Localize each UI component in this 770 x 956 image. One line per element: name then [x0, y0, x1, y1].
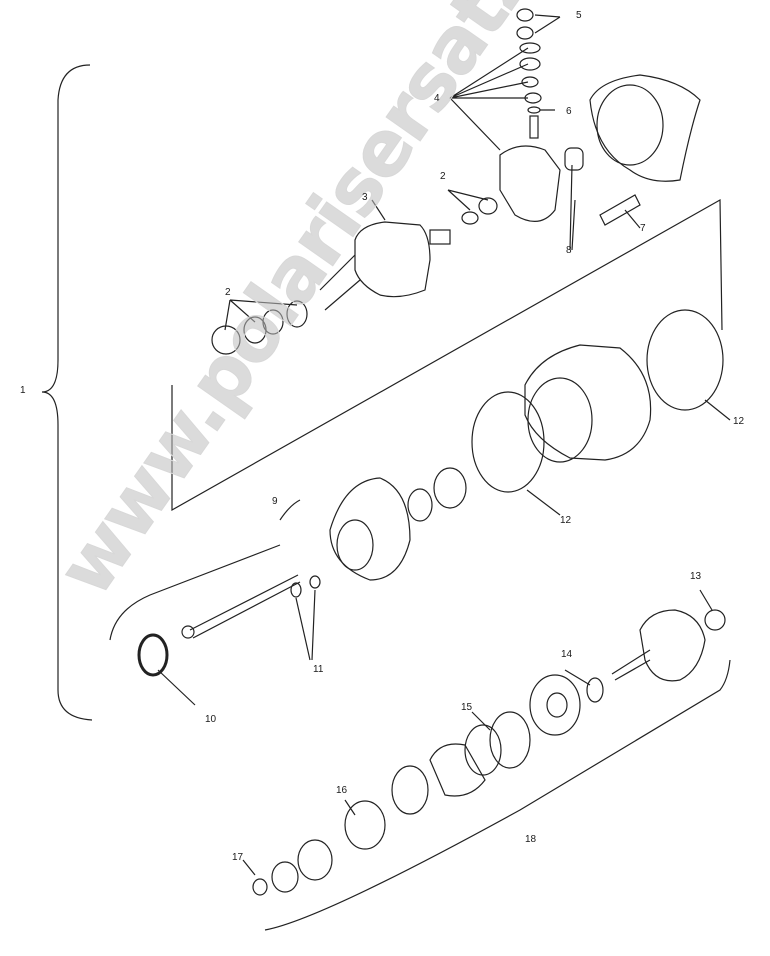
callout-15: 15 — [461, 702, 473, 713]
callout-6: 6 — [566, 106, 572, 117]
washer-stack — [516, 8, 542, 139]
brace-1 — [41, 64, 93, 721]
callout-9: 9 — [272, 496, 278, 507]
callout-3: 3 — [362, 192, 368, 203]
callout-12b: 12 — [560, 515, 572, 526]
end-cap-housing — [589, 74, 701, 182]
callout-10: 10 — [205, 714, 217, 725]
callout-18: 18 — [525, 834, 537, 845]
callout-11: 11 — [313, 664, 324, 675]
callout-16: 16 — [336, 785, 348, 796]
drive-end-frame — [329, 467, 467, 581]
top-assembly-outline — [171, 198, 723, 512]
callout-8: 8 — [566, 245, 572, 256]
callout-13: 13 — [690, 571, 702, 582]
lower-assembly-outline — [264, 659, 731, 931]
callout-14: 14 — [561, 649, 573, 660]
armature — [319, 221, 451, 311]
callout-5: 5 — [576, 10, 582, 21]
drive-assembly — [252, 609, 726, 896]
through-bolt — [189, 574, 301, 639]
callout-17: 17 — [232, 852, 244, 863]
field-housing — [471, 309, 724, 493]
callout-12a: 12 — [733, 416, 745, 427]
callout-2b: 2 — [225, 287, 231, 298]
callout-1: 1 — [20, 385, 26, 396]
washers-2 — [211, 197, 498, 355]
callout-2a: 2 — [440, 171, 446, 182]
callout-7: 7 — [640, 223, 646, 234]
callout-4: 4 — [434, 93, 440, 104]
brush-plate — [499, 145, 561, 222]
o-ring — [137, 633, 169, 677]
